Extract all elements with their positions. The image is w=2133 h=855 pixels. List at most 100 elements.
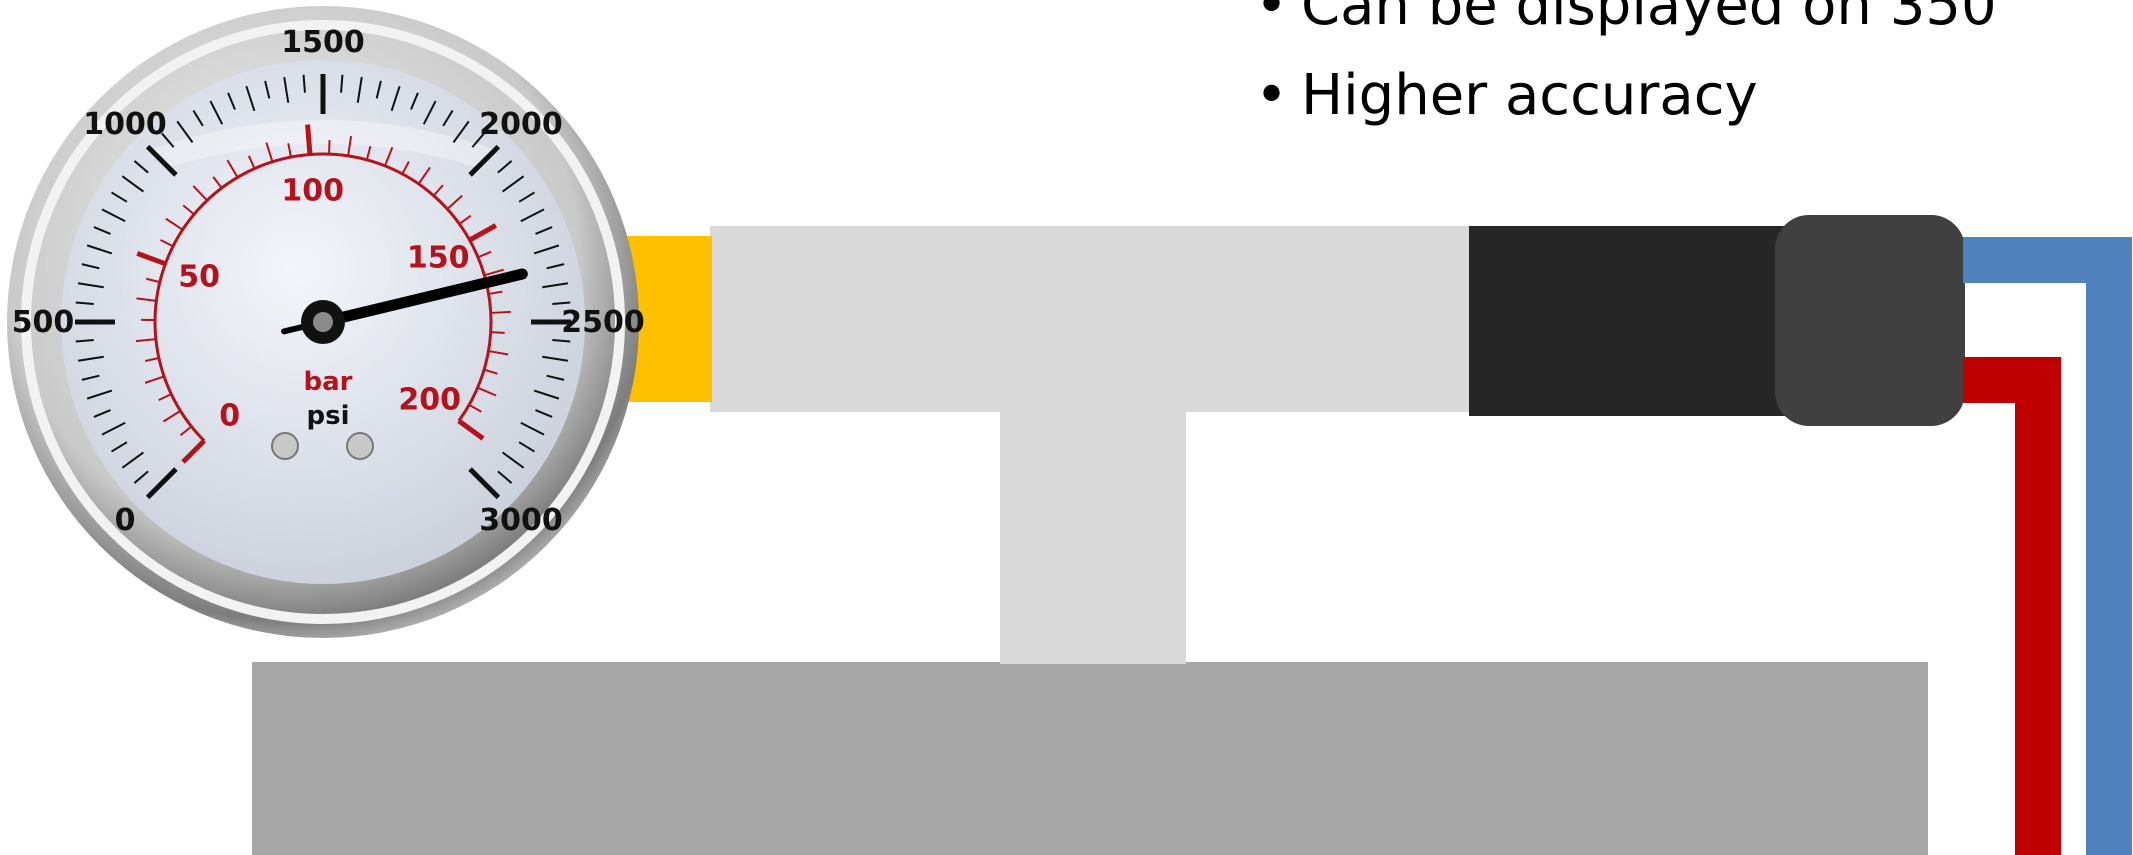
base-block xyxy=(252,662,1928,855)
screw xyxy=(346,432,374,460)
psi-tick xyxy=(101,208,126,223)
psi-tick xyxy=(442,110,454,127)
psi-label: 0 xyxy=(115,503,136,538)
psi-tick xyxy=(497,470,513,484)
bar-label: 200 xyxy=(398,383,461,418)
bar-tick xyxy=(179,425,193,437)
psi-tick xyxy=(111,191,128,203)
psi-tick xyxy=(452,120,470,143)
psi-tick xyxy=(552,301,571,305)
psi-tick xyxy=(471,132,485,148)
bar-label: 50 xyxy=(178,259,220,294)
bar-tick xyxy=(468,403,482,413)
bullet-item: •Can be displayed on 350 xyxy=(1255,0,1997,34)
bar-tick xyxy=(145,357,160,362)
bar-tick xyxy=(401,161,410,175)
psi-tick xyxy=(133,470,149,484)
psi-tick xyxy=(552,339,571,343)
psi-tick xyxy=(356,76,363,103)
bar-tick xyxy=(135,338,156,343)
psi-tick xyxy=(533,389,560,400)
psi-tick xyxy=(533,244,560,255)
gauge-needle xyxy=(317,268,528,328)
psi-tick xyxy=(93,409,111,418)
bar-tick xyxy=(145,277,161,284)
bar-tick xyxy=(457,418,485,441)
psi-tick xyxy=(497,160,513,174)
bar-tick xyxy=(488,290,503,295)
psi-tick xyxy=(77,282,104,289)
bar-tick xyxy=(226,159,239,178)
bar-tick xyxy=(158,393,172,402)
psi-tick xyxy=(133,160,149,174)
bar-tick xyxy=(181,439,206,464)
bar-tick xyxy=(432,184,444,197)
gauge-glass-reflection xyxy=(150,120,496,168)
psi-tick xyxy=(283,76,290,103)
psi-tick xyxy=(518,441,535,453)
bar-tick xyxy=(417,166,431,185)
psi-tick xyxy=(422,100,437,125)
bar-tick xyxy=(305,124,313,155)
bar-tick xyxy=(484,268,504,277)
psi-tick xyxy=(75,301,94,305)
sensor-body xyxy=(1469,226,1789,416)
psi-tick xyxy=(546,263,565,270)
bar-tick xyxy=(160,239,174,248)
wire-blue xyxy=(1963,237,2132,855)
needle-hub-cap xyxy=(313,312,333,332)
bar-scale xyxy=(135,124,511,464)
bar-tick xyxy=(328,140,331,155)
bar-tick xyxy=(365,146,372,161)
bar-label: 0 xyxy=(219,398,240,433)
bar-tick xyxy=(384,146,394,167)
bar-tick xyxy=(490,331,505,334)
psi-tick xyxy=(161,132,175,148)
bar-tick xyxy=(192,185,208,202)
bar-tick xyxy=(136,251,167,267)
psi-tick xyxy=(86,389,113,400)
bar-tick xyxy=(182,204,195,216)
bar-tick xyxy=(136,297,157,302)
psi-tick xyxy=(502,451,525,469)
wire-red xyxy=(1963,357,2061,855)
psi-tick xyxy=(520,208,545,223)
bar-tick xyxy=(490,310,511,314)
unit-bar-label: bar xyxy=(304,367,353,397)
psi-tick xyxy=(302,74,306,93)
psi-scale xyxy=(75,74,571,500)
psi-label: 2000 xyxy=(479,107,563,142)
psi-tick xyxy=(375,80,382,99)
psi-label: 1000 xyxy=(83,107,167,142)
psi-tick xyxy=(542,355,569,362)
psi-tick xyxy=(86,244,113,255)
bullet-item: •Higher accuracy xyxy=(1255,63,1758,128)
bar-tick xyxy=(165,217,184,231)
psi-label: 3000 xyxy=(479,503,563,538)
bar-tick xyxy=(144,375,165,384)
psi-tick xyxy=(176,120,194,143)
psi-tick xyxy=(502,175,525,193)
bar-tick xyxy=(446,194,463,210)
psi-tick xyxy=(468,144,501,177)
bar-tick xyxy=(488,350,509,356)
pipe-horizontal xyxy=(710,226,1470,412)
psi-tick xyxy=(542,282,569,289)
bar-tick xyxy=(247,155,256,169)
bar-tick xyxy=(468,223,498,243)
psi-tick xyxy=(535,226,553,235)
face-screws xyxy=(271,432,374,460)
psi-tick xyxy=(145,144,178,177)
psi-tick xyxy=(93,226,111,235)
psi-tick xyxy=(535,409,553,418)
psi-tick xyxy=(101,421,126,436)
psi-tick xyxy=(390,85,401,112)
psi-label: 1500 xyxy=(281,25,365,60)
bar-tick xyxy=(483,368,498,375)
psi-tick xyxy=(227,92,236,110)
psi-label: 2500 xyxy=(561,305,645,340)
bar-tick xyxy=(458,214,472,225)
